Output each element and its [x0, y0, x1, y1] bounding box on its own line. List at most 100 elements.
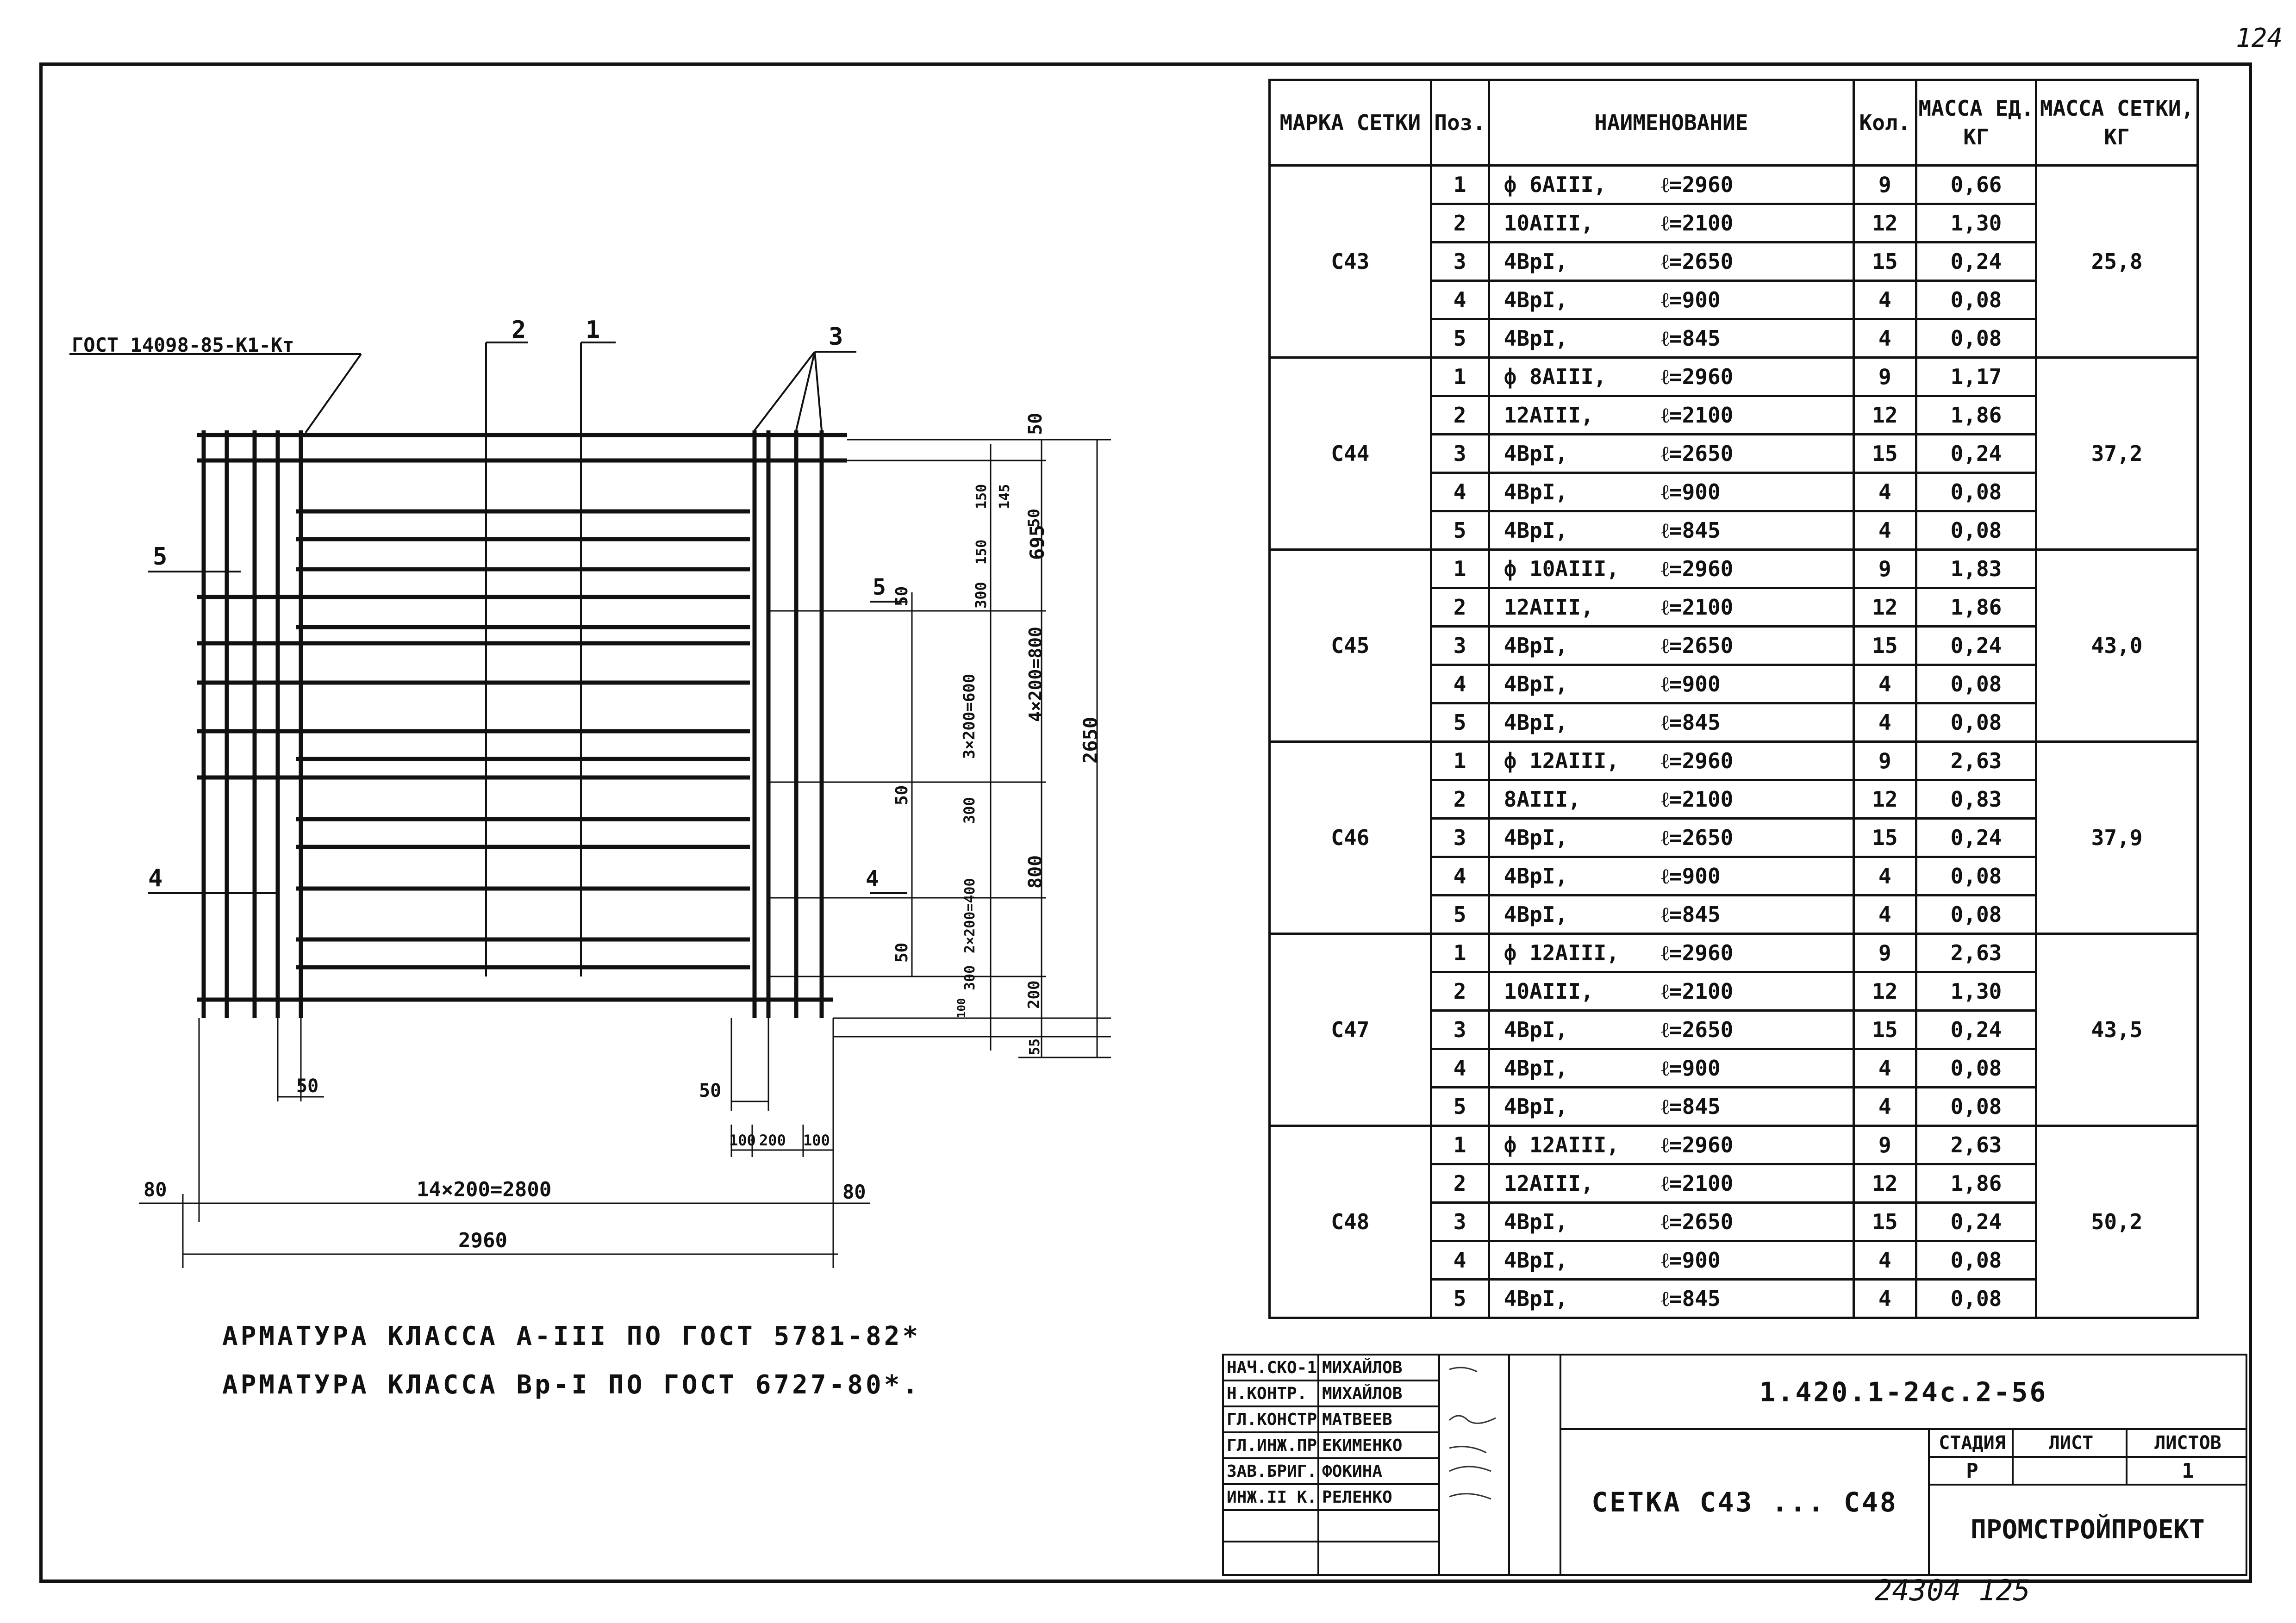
- qty-cell: 15: [1852, 1009, 1917, 1050]
- qty-cell: 15: [1852, 241, 1917, 282]
- bar-designation: 4ВрI,: [1504, 1286, 1568, 1311]
- name-cell: 12АIII,ℓ=2100: [1487, 587, 1855, 628]
- qty-cell: 9: [1852, 356, 1917, 397]
- pos-cell: 5: [1429, 318, 1490, 359]
- unit-mass-cell: 0,08: [1915, 1278, 2038, 1319]
- bar-designation: 4ВрI,: [1504, 1056, 1568, 1081]
- name-cell: 4ВрI,ℓ=845: [1487, 510, 1855, 551]
- pos-cell: 5: [1429, 1278, 1490, 1319]
- qty-cell: 4: [1852, 472, 1917, 512]
- horizontal-bars: [197, 433, 847, 1002]
- unit-mass-cell: 1,86: [1915, 1163, 2038, 1204]
- name-0: МИХАЙЛОВ: [1317, 1354, 1440, 1381]
- dim-left-80: 80: [144, 1178, 167, 1201]
- qty-cell: 4: [1852, 664, 1917, 704]
- bar-designation: 4ВрI,: [1504, 902, 1568, 927]
- pos-cell: 1: [1429, 356, 1490, 397]
- role-1: Н.КОНТР.: [1222, 1380, 1319, 1407]
- qty-cell: 4: [1852, 1086, 1917, 1127]
- unit-mass-cell: 0,08: [1915, 702, 2038, 743]
- dim-50-top: 50: [1025, 413, 1046, 435]
- name-cell: 4ВрI,ℓ=845: [1487, 1086, 1855, 1127]
- pos-cell: 4: [1429, 1048, 1490, 1088]
- bar-length: ℓ=900: [1661, 479, 1721, 504]
- bar-length: ℓ=845: [1661, 710, 1721, 735]
- bar-length: ℓ=2100: [1661, 1171, 1734, 1196]
- dim-4x200: 4×200=800: [1025, 627, 1046, 722]
- dim-55: 55: [1027, 1038, 1043, 1055]
- bar-length: ℓ=2650: [1661, 633, 1734, 658]
- qty-cell: 4: [1852, 280, 1917, 320]
- name-cell: 4ВрI, ℓ=845: [1487, 318, 1855, 359]
- dim-50c: 50: [892, 943, 911, 963]
- bar-length: ℓ=2960: [1661, 364, 1734, 389]
- stage-label: СТАДИЯ: [1928, 1428, 2014, 1458]
- name-cell: ф 8АIII,ℓ=2960: [1487, 356, 1855, 397]
- document-code: 1.420.1-24с.2-56: [1560, 1354, 2247, 1430]
- bar-designation: 4ВрI,: [1504, 326, 1568, 351]
- mesh-mark-cell: С44: [1268, 356, 1432, 551]
- dim-b200: 200: [759, 1132, 786, 1149]
- bar-length: ℓ=2960: [1661, 556, 1734, 581]
- qty-cell: 9: [1852, 164, 1917, 205]
- bar-length: ℓ=845: [1661, 518, 1721, 543]
- pos-label-1: 1: [586, 316, 600, 344]
- bar-length: ℓ=845: [1661, 326, 1721, 351]
- bar-designation: 4ВрI,: [1504, 1209, 1568, 1234]
- pos-cell: 3: [1429, 1009, 1490, 1050]
- drawing-title: СЕТКА С43 ... С48: [1560, 1428, 1930, 1576]
- sheets-label: ЛИСТОВ: [2126, 1428, 2247, 1458]
- name-cell: 10АIII,ℓ=2100: [1487, 203, 1855, 243]
- unit-mass-cell: 0,66: [1915, 164, 2038, 205]
- bar-designation: 4ВрI,: [1504, 1248, 1568, 1273]
- unit-mass-cell: 0,24: [1915, 241, 2038, 282]
- pos-cell: 3: [1429, 625, 1490, 666]
- qty-cell: 4: [1852, 510, 1917, 551]
- bar-designation: 12АIII,: [1504, 595, 1594, 620]
- bar-designation: 8АIII,: [1504, 787, 1581, 812]
- pos-cell: 3: [1429, 241, 1490, 282]
- name-cell: 4ВрI,ℓ=900: [1487, 856, 1855, 896]
- table-header-row: МАРКА СЕТКИ Поз. НАИМЕНОВАНИЕ Кол. МАССА…: [1268, 79, 2199, 167]
- qty-cell: 12: [1852, 1163, 1917, 1204]
- dim-50b: 50: [892, 785, 911, 805]
- inner-label-4: 4: [866, 866, 879, 892]
- unit-mass-cell: 2,63: [1915, 740, 2038, 781]
- bar-designation: ф 6АIII,: [1504, 172, 1607, 197]
- pos-cell: 4: [1429, 664, 1490, 704]
- unit-mass-cell: 1,83: [1915, 548, 2038, 589]
- pos-cell: 1: [1429, 740, 1490, 781]
- dim-50-145: 50: [1025, 509, 1043, 528]
- dim-b100b: 100: [803, 1132, 830, 1149]
- unit-mass-cell: 0,24: [1915, 1201, 2038, 1242]
- bar-designation: 10АIII,: [1504, 211, 1594, 236]
- archive-number: 24304 125: [1875, 1573, 2030, 1607]
- unit-mass-cell: 1,17: [1915, 356, 2038, 397]
- title-block: НАЧ.СКО-1 МИХАЙЛОВ Н.КОНТР. МИХАЙЛОВ ГЛ.…: [1222, 1354, 2247, 1576]
- note-class-vr1: АРМАТУРА КЛАССА Вр-I ПО ГОСТ 6727-80*.: [222, 1370, 921, 1400]
- name-cell: 4ВрI,ℓ=900: [1487, 664, 1855, 704]
- dim-300a: 300: [972, 582, 990, 609]
- bar-designation: 4ВрI,: [1504, 479, 1568, 504]
- bar-designation: 12АIII,: [1504, 1171, 1594, 1196]
- mesh-mark-cell: С45: [1268, 548, 1432, 743]
- bar-length: ℓ=2960: [1661, 940, 1734, 965]
- pos-cell: 1: [1429, 548, 1490, 589]
- name-cell: ф 10АIII,ℓ=2960: [1487, 548, 1855, 589]
- pos-cell: 4: [1429, 280, 1490, 320]
- name-cell: 4ВрI,ℓ=2650: [1487, 1201, 1855, 1242]
- mesh-drawing: 2 1 3 ГОСТ 14098-85-К1-Кт 5 4 5 4 14×200…: [69, 316, 1111, 1268]
- name-cell: 8АIII,ℓ=2100: [1487, 779, 1855, 820]
- dim-300c: 300: [962, 965, 978, 990]
- pos-cell: 5: [1429, 702, 1490, 743]
- unit-mass-cell: 0,24: [1915, 625, 2038, 666]
- bar-length: ℓ=845: [1661, 1094, 1721, 1119]
